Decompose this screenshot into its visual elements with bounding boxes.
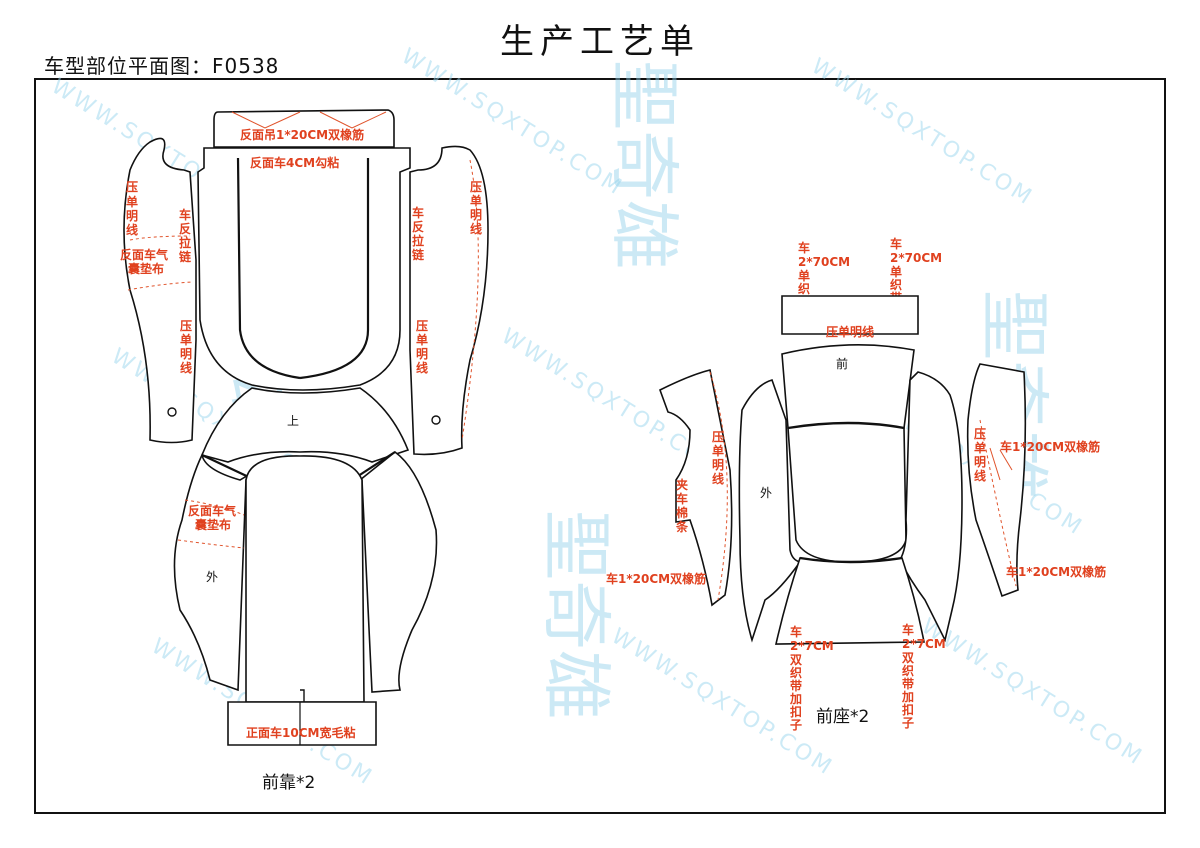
label-top-strip: 反面吊1*20CM双橡筋: [240, 127, 364, 142]
seat-right-side-panel: [899, 371, 963, 643]
label-left-wing-stitch2: 压单明线: [180, 319, 192, 375]
seat-far-right-wing: [966, 363, 1027, 598]
top-strip-piece: [213, 109, 395, 148]
seat-top-strip: [781, 295, 919, 335]
watermark-url: WWW.SQXTOP.COM: [917, 614, 1148, 771]
label-right-wing-stitch: 压单明线: [470, 180, 482, 236]
label-mid-mark: 上: [287, 414, 299, 428]
main-top-panel: [197, 147, 411, 391]
label-lower-airbag-2: 囊垫布: [194, 517, 231, 532]
page-subtitle: 车型部位平面图：F0538: [44, 54, 280, 78]
label-front-mark: 前: [836, 356, 848, 371]
label-seat-right-elastic-1: 车1*20CM双橡筋: [1000, 439, 1100, 454]
label-seat-left-clip: 夹车棉条: [675, 477, 689, 534]
drawing-frame: [34, 78, 1166, 814]
caption-front-backrest: 前靠*2: [262, 773, 315, 793]
watermark-logo: 聖奇雄: [603, 60, 685, 270]
label-seat-left-elastic: 车1*20CM双橡筋: [606, 571, 706, 586]
label-left-zip: 车反拉链: [179, 207, 192, 264]
seat-far-left-wing: [659, 369, 733, 607]
label-left-wing-stitch: 压单明线: [126, 180, 138, 237]
caption-front-seat: 前座*2: [816, 707, 869, 727]
label-band-right: 车2*70CM单织带: [890, 236, 942, 305]
label-top-panel: 反面车4CM勾粘: [250, 155, 339, 170]
label-left-airbag-2: 囊垫布: [127, 261, 164, 276]
label-seat-top-strip: 压单明线: [826, 324, 874, 339]
label-outer-mark: 外: [206, 570, 218, 584]
middle-piece: [200, 387, 410, 463]
watermark-url: WWW.SQXTOP.COM: [807, 54, 1038, 211]
bottom-strip-piece: [227, 701, 377, 746]
right-wing-piece: [409, 145, 489, 456]
lower-outer-piece: [173, 450, 438, 693]
label-bottom-strip: 正面车10CM宽毛粘: [246, 725, 355, 740]
front-backrest-pattern: 反面吊1*20CM双橡筋 反面车4CM勾粘 压单明线 车反拉链 反面车气 囊垫布…: [120, 109, 489, 793]
label-seat-left-stitch: 压单明线: [712, 430, 724, 486]
front-seat-pattern: 车2*70CM单织带 车2*70CM单织带 压单明线 前 外 压单明线 夹车棉条…: [606, 236, 1106, 732]
left-wing-piece: [123, 137, 197, 444]
watermark-logo: 聖奇雄: [535, 510, 617, 720]
label-seat-right-elastic-2: 车1*20CM双橡筋: [1006, 564, 1106, 579]
page-title: 生产工艺单: [500, 22, 700, 62]
label-left-airbag-1: 反面车气: [120, 247, 168, 262]
bottom-center-panel: [245, 455, 365, 703]
label-lower-airbag-1: 反面车气: [188, 503, 236, 518]
label-right-wing-stitch2: 压单明线: [416, 319, 428, 375]
label-seat-outer-mark: 外: [760, 486, 772, 500]
label-right-zip: 车反拉链: [412, 205, 425, 262]
seat-center-body: [787, 422, 907, 563]
label-seat-right-stitch: 压单明线: [974, 427, 986, 483]
